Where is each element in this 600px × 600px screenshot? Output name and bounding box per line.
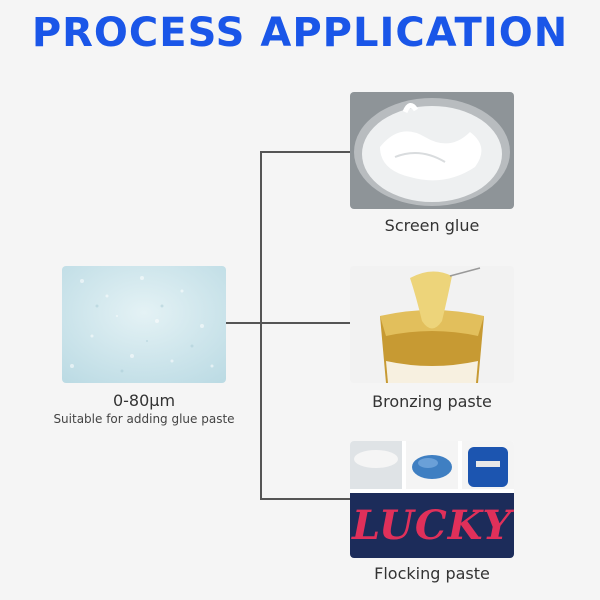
flocking-paste-label: Flocking paste bbox=[374, 564, 490, 583]
connector-branch-screen-glue bbox=[260, 151, 350, 153]
flocked-lettering: LUCKY bbox=[352, 502, 512, 549]
screen-glue-label: Screen glue bbox=[384, 216, 480, 235]
connector-branch-bronzing-paste bbox=[260, 322, 350, 324]
powder-image bbox=[62, 266, 226, 383]
connector-horizontal-source bbox=[226, 322, 261, 324]
bronzing-paste-label: Bronzing paste bbox=[372, 392, 492, 411]
connector-vertical-trunk bbox=[260, 151, 262, 499]
bronzing-paste-image bbox=[350, 266, 514, 383]
source-description: Suitable for adding glue paste bbox=[53, 412, 235, 426]
page-title: PROCESS APPLICATION bbox=[31, 10, 569, 56]
screen-glue-image bbox=[350, 92, 514, 209]
connector-branch-flocking-paste bbox=[260, 498, 350, 500]
flocking-paste-image: LUCKY bbox=[350, 441, 514, 558]
source-size-label: 0-80μm bbox=[112, 391, 176, 410]
